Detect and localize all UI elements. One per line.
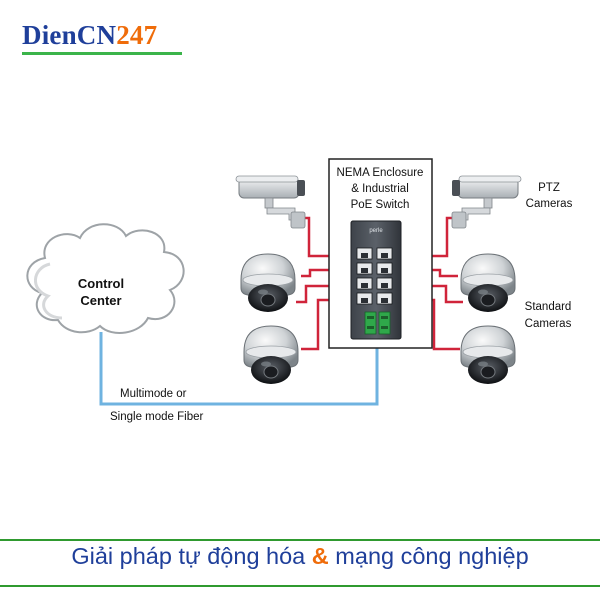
- dome-camera-left-top: [240, 253, 296, 313]
- brand-logo: DienCN247: [22, 20, 157, 50]
- brand-underline: [22, 52, 182, 55]
- ptz-label-2: Cameras: [526, 198, 573, 210]
- brand-name: DienCN: [22, 20, 117, 50]
- switch-title-line-1: NEMA Enclosure: [337, 167, 424, 179]
- switch-brand: perle: [369, 228, 383, 234]
- footer-bottom-rule: [0, 585, 600, 587]
- slogan-part-1: Giải pháp tự động hóa: [71, 543, 312, 569]
- fiber-label-2: Single mode Fiber: [110, 411, 203, 423]
- control-center-label-1: Control: [78, 276, 124, 291]
- footer-top-rule: [0, 539, 600, 541]
- dome-camera-right-bottom: [460, 325, 516, 385]
- fiber-link: [99, 332, 379, 406]
- brand-number: 247: [116, 20, 158, 50]
- fiber-label-1: Multimode or: [120, 388, 187, 400]
- control-center-cloud: Control Center: [26, 223, 185, 334]
- switch-title-line-2: & Industrial: [351, 183, 409, 195]
- standard-label-2: Cameras: [525, 318, 572, 330]
- poe-switch: perle: [350, 220, 402, 340]
- slogan-ampersand: &: [311, 543, 329, 569]
- ptz-camera-right: [451, 175, 522, 229]
- dome-camera-left-bottom: [243, 325, 299, 385]
- ptz-label-1: PTZ: [538, 182, 560, 194]
- switch-title-line-3: PoE Switch: [351, 199, 410, 211]
- slogan-part-2: mạng công nghiệp: [328, 543, 529, 569]
- control-center-label-2: Center: [80, 293, 121, 308]
- ptz-camera-left: [235, 175, 306, 229]
- footer-slogan: Giải pháp tự động hóa & mạng công nghiệp: [0, 543, 600, 570]
- standard-label-1: Standard: [525, 301, 572, 313]
- dome-camera-right-top: [460, 253, 516, 313]
